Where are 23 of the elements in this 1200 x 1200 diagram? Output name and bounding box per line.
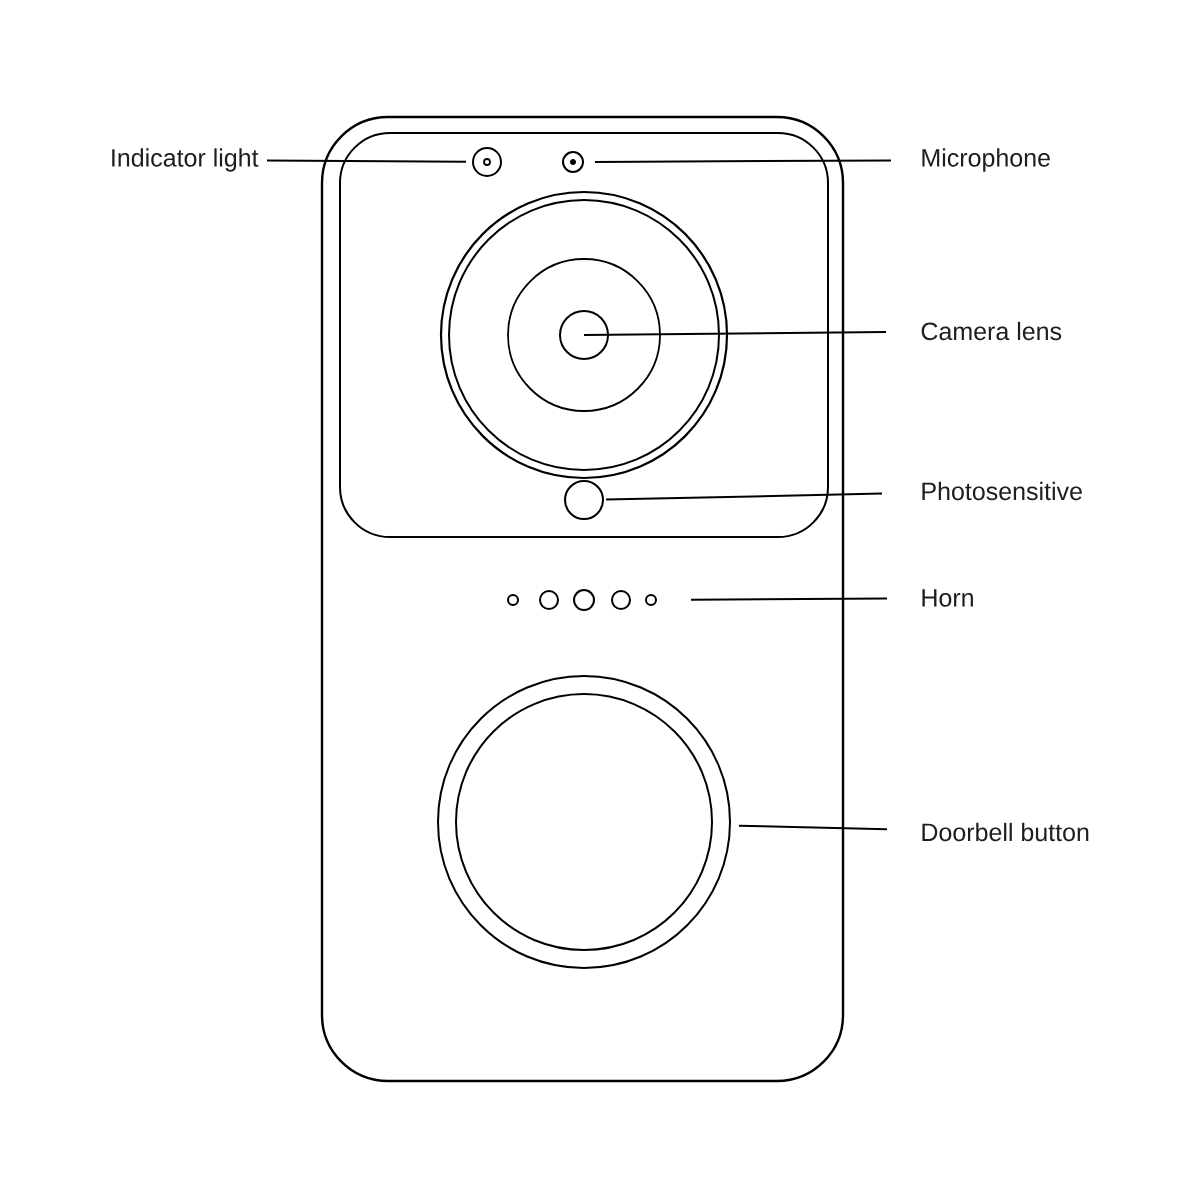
microphone-hole [562, 151, 584, 173]
part-label: Microphone [922, 148, 1050, 172]
leader-line [594, 159, 892, 163]
leader-line [266, 159, 467, 163]
leader-line [737, 824, 888, 831]
horn-hole [645, 594, 657, 606]
indicator-light [472, 147, 502, 177]
horn-hole [539, 590, 559, 610]
leader-line [605, 492, 883, 501]
part-label: Horn [922, 589, 973, 607]
lens-center [559, 310, 609, 360]
part-label: Doorbell button [922, 822, 1089, 842]
leader-line [690, 597, 888, 601]
light-sensor [564, 480, 604, 520]
lens-ring [507, 258, 661, 412]
leader-line [583, 331, 887, 336]
part-label: Photosensitive [922, 481, 1082, 501]
horn-hole [611, 590, 631, 610]
part-label: Camera lens [921, 321, 1062, 341]
horn-hole [573, 589, 595, 611]
doorbell-button [437, 675, 731, 969]
part-label: Indicator light [112, 148, 259, 172]
horn-hole [507, 594, 519, 606]
